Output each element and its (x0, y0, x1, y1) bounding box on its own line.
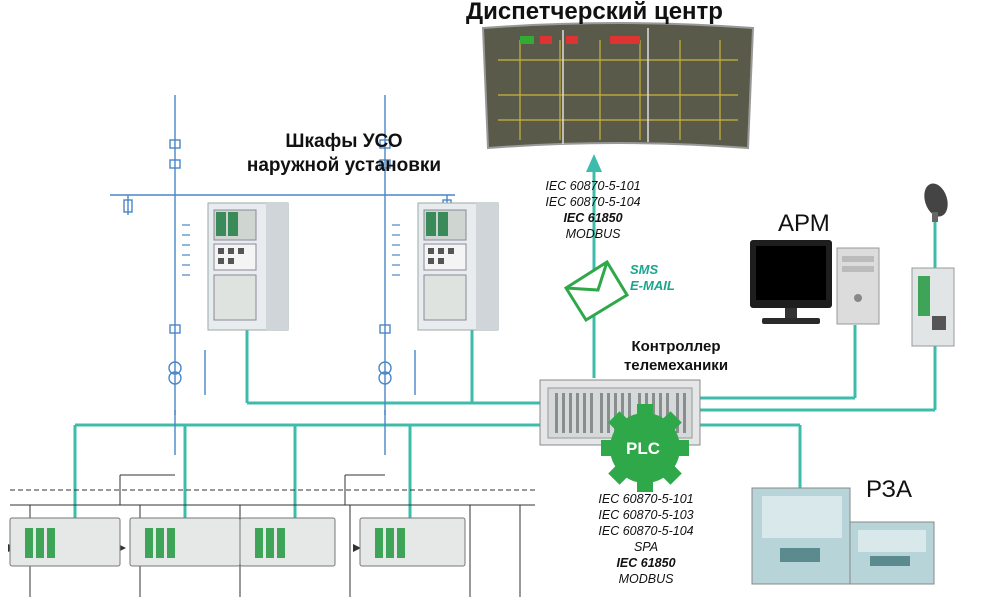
protocol-item: SPA (633, 540, 659, 554)
protocol-item: IEC 60870-5-101 (545, 179, 641, 193)
email-label: E-MAIL (630, 278, 675, 293)
protocol-item: IEC 61850 (616, 556, 676, 570)
plc-label: PLC (626, 439, 660, 458)
controller-line2: телемеханики (623, 357, 729, 374)
uso-cabinets-line1: Шкафы УСО (285, 131, 403, 152)
protocol-item: IEC 60870-5-104 (545, 195, 641, 209)
protocols-bottom-list: IEC 60870-5-101 IEC 60870-5-103 IEC 6087… (576, 491, 716, 587)
protocol-item: IEC 61850 (563, 211, 623, 225)
protocol-item: IEC 60870-5-104 (598, 524, 694, 538)
controller-title: Контроллер телемеханики (596, 337, 756, 375)
dispatch-center-title: Диспетчерский центр (466, 0, 723, 25)
controller-line1: Контроллер (631, 338, 721, 355)
rza-label: РЗА (866, 476, 912, 503)
protocol-item: IEC 60870-5-103 (598, 508, 694, 522)
protocol-item: MODBUS (565, 227, 621, 241)
uso-cabinets-line2: наружной установки (246, 155, 442, 176)
sms-email-label: SMS E-MAIL (630, 262, 675, 294)
sms-label: SMS (630, 262, 659, 277)
protocol-item: IEC 60870-5-101 (598, 492, 694, 506)
protocols-top-list: IEC 60870-5-101 IEC 60870-5-104 IEC 6185… (528, 178, 658, 242)
uso-cabinets-title: Шкафы УСО наружной установки (228, 130, 460, 178)
arm-label: АРМ (778, 210, 830, 237)
protocol-item: MODBUS (618, 572, 674, 586)
